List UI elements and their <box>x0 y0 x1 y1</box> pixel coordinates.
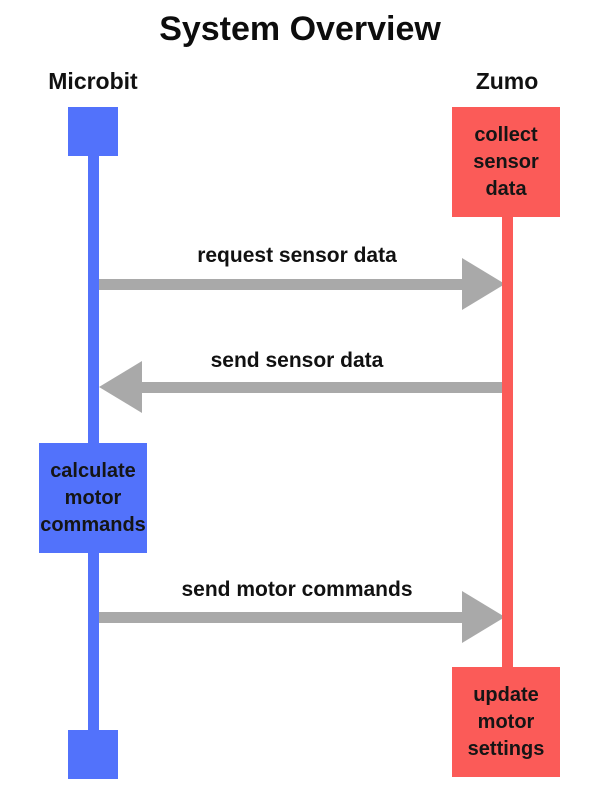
message-arrow-request-sensor <box>93 279 465 290</box>
zumo-lifeline <box>502 110 513 770</box>
actor-label-microbit: Microbit <box>48 68 138 94</box>
microbit-end-node <box>68 730 118 779</box>
activity-box-update-motor-settings: update motor settings <box>452 667 560 777</box>
microbit-start-node <box>68 107 118 156</box>
arrowhead-right-icon <box>462 258 505 310</box>
activity-box-line: update <box>473 683 539 706</box>
message-label-send-motor: send motor commands <box>181 578 413 601</box>
activity-box-line: motor <box>477 710 535 733</box>
arrowhead-right-icon <box>462 591 505 643</box>
activity-box-line: collect <box>474 123 538 146</box>
activity-box-line: data <box>485 177 527 200</box>
message-arrow-send-sensor <box>138 382 505 393</box>
activity-box-calculate-motor-commands: calculate motor commands <box>39 443 147 553</box>
diagram-title: System Overview <box>159 10 441 48</box>
activity-box-line: sensor <box>473 150 539 173</box>
actor-label-zumo: Zumo <box>475 68 539 94</box>
message-label-request-sensor: request sensor data <box>197 244 397 267</box>
activity-box-line: settings <box>467 737 545 760</box>
message-label-send-sensor: send sensor data <box>210 349 384 372</box>
activity-box-collect-sensor-data: collect sensor data <box>452 107 560 217</box>
arrowhead-left-icon <box>99 361 142 413</box>
microbit-lifeline <box>88 110 99 770</box>
activity-box-line: motor <box>64 486 122 509</box>
message-arrow-send-motor <box>93 612 465 623</box>
activity-box-line: calculate <box>50 459 136 482</box>
activity-box-line: commands <box>40 513 146 536</box>
